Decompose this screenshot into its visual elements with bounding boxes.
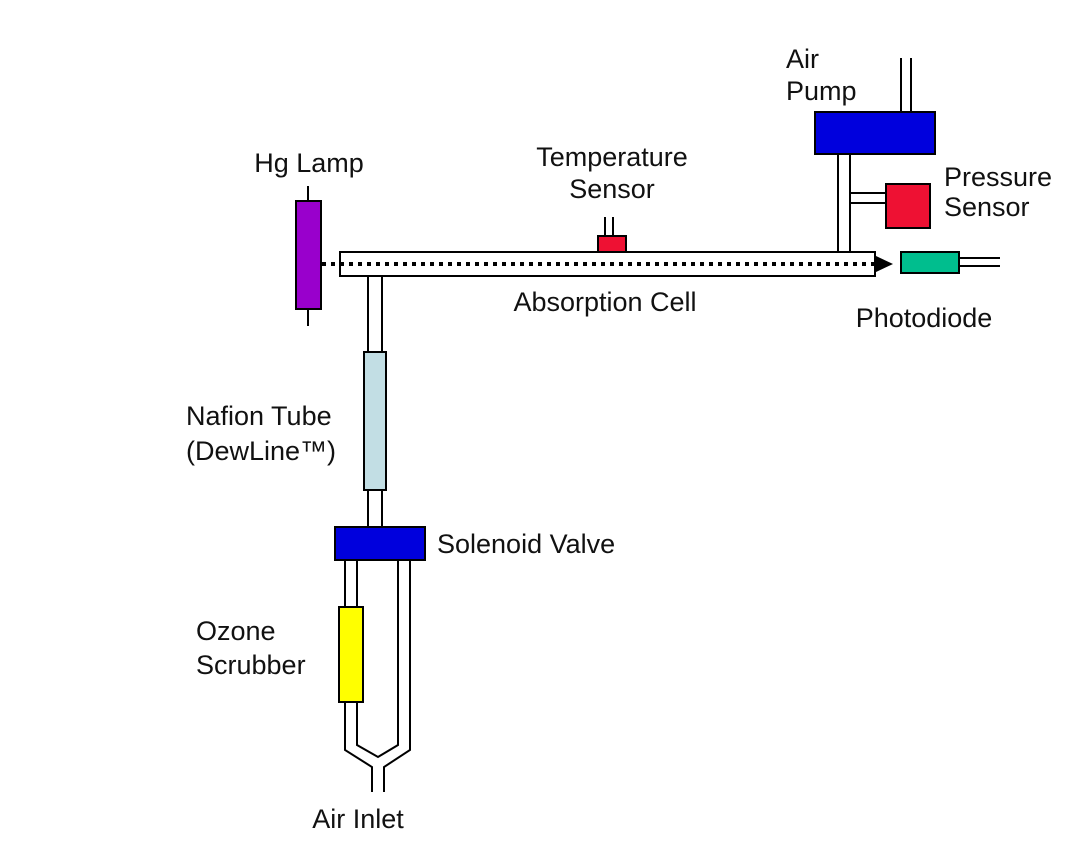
air-pump-label-line2: Pump — [786, 76, 857, 106]
beam-arrow-icon — [876, 256, 893, 272]
temperature-sensor-label-line1: Temperature — [536, 142, 688, 172]
tubing-lines — [307, 58, 1000, 792]
ozone-scrubber-label-line1: Ozone — [196, 616, 276, 646]
air-inlet-label: Air Inlet — [312, 804, 404, 834]
absorption-cell-label: Absorption Cell — [513, 287, 696, 317]
photodiode — [900, 251, 960, 274]
temperature-sensor — [597, 235, 627, 253]
photodiode-label: Photodiode — [856, 303, 993, 333]
nafion-tube-label-line2: (DewLine™) — [186, 436, 336, 466]
ozone-scrubber — [338, 606, 364, 703]
hg-lamp-label: Hg Lamp — [254, 148, 364, 178]
inlet-junction — [356, 560, 399, 759]
nafion-tube — [363, 351, 387, 491]
solenoid-valve-label: Solenoid Valve — [437, 529, 615, 559]
air-pump — [814, 111, 936, 155]
pressure-sensor — [885, 183, 931, 229]
solenoid-valve — [334, 526, 426, 561]
ozone-scrubber-label-line2: Scrubber — [196, 650, 306, 680]
pressure-sensor-label-line2: Sensor — [944, 192, 1030, 222]
pressure-sensor-label-line1: Pressure — [944, 162, 1052, 192]
hg-lamp — [295, 200, 322, 310]
temperature-sensor-label-line2: Sensor — [569, 174, 655, 204]
air-pump-label-line1: Air — [786, 44, 819, 74]
scrubber-to-inlet-tube — [344, 702, 373, 792]
nafion-tube-label-line1: Nafion Tube — [186, 401, 332, 431]
absorption-cell — [339, 251, 876, 277]
valve-bypass-tube — [383, 560, 411, 792]
